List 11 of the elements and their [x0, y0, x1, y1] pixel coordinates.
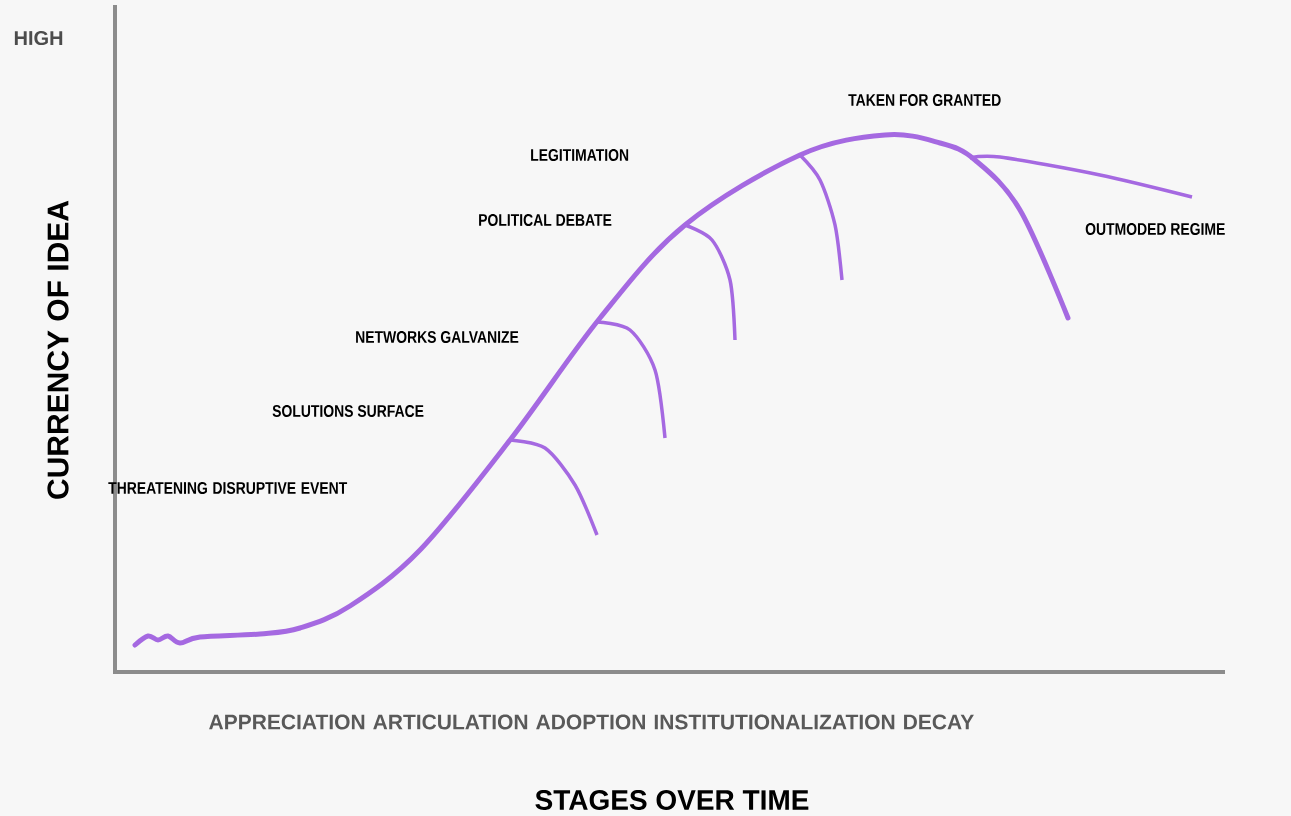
stage-list: APPRECIATION ARTICULATION ADOPTION INSTITUTIONALIZATION DECAY: [209, 714, 974, 730]
stage-label: TAKEN FOR GRANTED: [848, 94, 1001, 106]
axis-title: CURRENCY OF IDEA: [47, 200, 69, 499]
stage-label: NETWORKS GALVANIZE: [356, 331, 519, 343]
axis-label: HIGH: [14, 30, 63, 46]
axis-title: STAGES OVER TIME: [535, 790, 809, 810]
stage-label: LEGITIMATION: [531, 149, 629, 161]
stage-label: THREATENING DISRUPTIVE EVENT: [108, 482, 348, 494]
stage-label: POLITICAL DEBATE: [479, 214, 612, 226]
stage-label: OUTMODED REGIME: [1085, 223, 1225, 235]
stage-label: SOLUTIONS SURFACE: [272, 405, 424, 417]
